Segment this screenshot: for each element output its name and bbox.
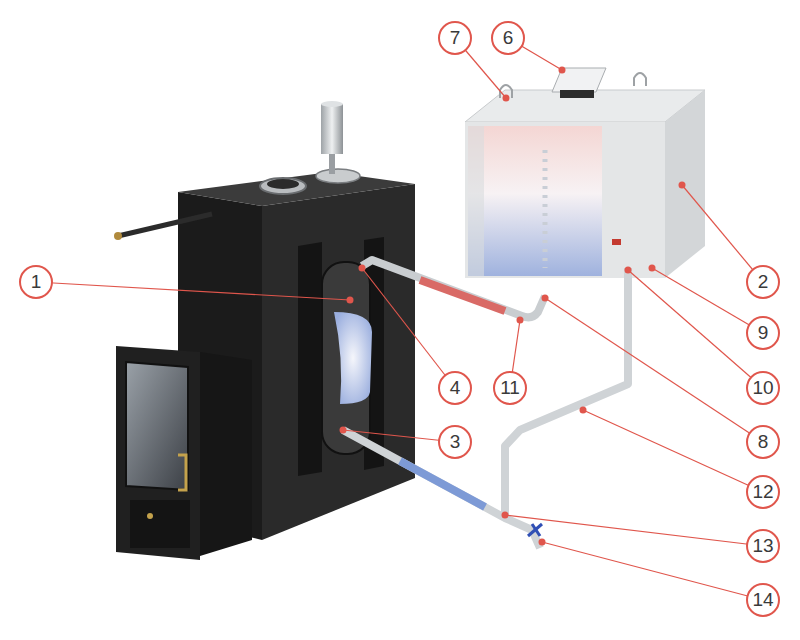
callout-number: 7 bbox=[450, 27, 461, 49]
tank-opening bbox=[560, 90, 594, 98]
callout-number: 14 bbox=[752, 589, 773, 611]
callout-number: 6 bbox=[503, 27, 514, 49]
level-gauge bbox=[543, 150, 548, 268]
callout-circle: 11 bbox=[493, 371, 527, 405]
leader-line bbox=[542, 542, 763, 600]
leader-dot bbox=[340, 427, 347, 434]
leader-dot bbox=[359, 265, 366, 272]
stove-front bbox=[262, 184, 415, 540]
callout-number: 10 bbox=[752, 377, 773, 399]
callout-circle: 4 bbox=[438, 371, 472, 405]
steam-pipe-top bbox=[321, 101, 343, 107]
return-pipe-section bbox=[400, 461, 485, 507]
callout-circle: 1 bbox=[19, 265, 53, 299]
callout-number: 8 bbox=[758, 431, 769, 453]
leader-lines bbox=[36, 38, 763, 600]
callout-number: 4 bbox=[450, 377, 461, 399]
ash-door bbox=[130, 500, 190, 548]
callout-circle: 3 bbox=[438, 425, 472, 459]
leader-line bbox=[545, 298, 763, 442]
callout-number: 1 bbox=[31, 271, 42, 293]
leader-dot bbox=[559, 67, 566, 74]
hot-pipe-section bbox=[420, 280, 505, 311]
callout-circle: 12 bbox=[746, 475, 780, 509]
tank-cutaway bbox=[334, 312, 372, 404]
callout-number: 12 bbox=[752, 481, 773, 503]
leader-dot bbox=[347, 297, 354, 304]
leader-dot bbox=[502, 512, 509, 519]
leader-dot bbox=[580, 407, 587, 414]
callout-number: 11 bbox=[500, 377, 520, 399]
leader-dot bbox=[649, 265, 656, 272]
tank-valve bbox=[612, 239, 621, 245]
leader-line bbox=[682, 185, 763, 282]
callout-circle: 2 bbox=[746, 265, 780, 299]
callout-circle: 9 bbox=[746, 316, 780, 350]
rod-end bbox=[114, 232, 122, 240]
tank-side bbox=[665, 90, 705, 278]
leader-line bbox=[628, 270, 763, 388]
callout-circle: 13 bbox=[746, 529, 780, 563]
steam-pipe bbox=[321, 104, 343, 154]
leader-line bbox=[583, 410, 763, 492]
leader-line bbox=[505, 515, 763, 546]
firebox-door bbox=[116, 346, 200, 560]
leader-dot bbox=[539, 539, 546, 546]
leader-dot bbox=[542, 295, 549, 302]
leader-line bbox=[362, 268, 455, 388]
callout-number: 2 bbox=[758, 271, 769, 293]
chimney-hole bbox=[267, 179, 299, 189]
stove-top bbox=[178, 172, 415, 206]
callout-circle: 6 bbox=[491, 21, 525, 55]
rod bbox=[118, 214, 212, 236]
callout-circle: 14 bbox=[746, 583, 780, 617]
lid-ring bbox=[316, 169, 360, 183]
chimney-ring bbox=[260, 178, 306, 194]
faucet-handle bbox=[528, 524, 542, 536]
steam-pipe-neck bbox=[329, 154, 335, 174]
leader-line bbox=[36, 282, 350, 300]
tank-cutaway bbox=[468, 126, 602, 276]
callout-circle: 10 bbox=[746, 371, 780, 405]
callout-circle: 7 bbox=[438, 21, 472, 55]
callout-number: 3 bbox=[450, 431, 461, 453]
door-handle bbox=[178, 455, 186, 490]
tank-front bbox=[465, 122, 665, 278]
tank-wall bbox=[468, 126, 484, 276]
door-glass bbox=[126, 362, 188, 490]
callout-circle: 8 bbox=[746, 425, 780, 459]
leader-dots bbox=[340, 67, 686, 546]
callout-number: 9 bbox=[758, 322, 769, 344]
hot-pipe bbox=[362, 260, 545, 317]
leader-dot bbox=[679, 182, 686, 189]
callout-number: 13 bbox=[752, 535, 773, 557]
leader-dot bbox=[503, 95, 510, 102]
ash-knob bbox=[147, 513, 153, 519]
leader-dot bbox=[517, 317, 524, 324]
tank-hook bbox=[634, 73, 646, 86]
tank-rail bbox=[298, 242, 322, 476]
leader-dot bbox=[625, 267, 632, 274]
firebox-tunnel bbox=[200, 352, 252, 556]
